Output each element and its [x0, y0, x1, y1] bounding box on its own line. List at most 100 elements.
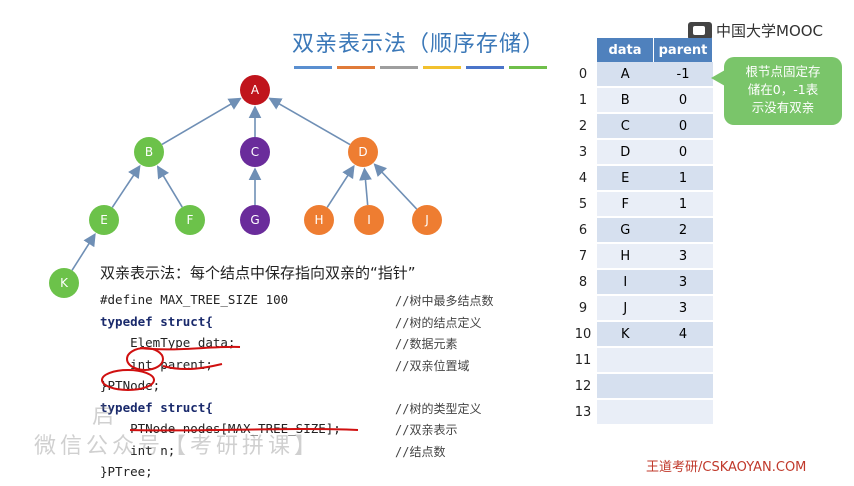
tree-node-circle: [89, 205, 119, 235]
cell-data: G: [597, 217, 654, 244]
cell-parent: [653, 373, 713, 400]
row-index: 2: [578, 119, 588, 134]
tree-node-circle: [412, 205, 442, 235]
tree-node-circle: [354, 205, 384, 235]
comment-line: //树中最多结点数: [395, 294, 494, 308]
row-index: 9: [578, 301, 588, 316]
row-index: 7: [578, 249, 588, 264]
tree-node-circle: [134, 137, 164, 167]
description-text: 双亲表示法：每个结点中保存指向双亲的“指针”: [100, 264, 416, 282]
cell-parent: 1: [653, 165, 713, 192]
tree-node-I: I: [354, 205, 384, 235]
comment-line: //树的类型定义: [395, 401, 482, 416]
tree-edge-I-D: [359, 167, 372, 206]
tree-node-label: F: [187, 213, 194, 227]
tree-edge-J-D: [373, 163, 418, 210]
callout-line3: 示没有双亲: [751, 100, 815, 115]
tree-edge-D-A: [268, 97, 351, 146]
code-line-typedef-1: typedef struct{: [100, 313, 213, 329]
title-bar-segment: [337, 66, 375, 69]
root-note-callout: 根节点固定存 储在0，-1表 示没有双亲: [724, 57, 842, 125]
cell-parent: 0: [653, 113, 713, 140]
cell-data: I: [597, 269, 654, 296]
tree-node-label: E: [100, 213, 108, 227]
cell-data: B: [597, 87, 654, 114]
cell-parent: 2: [653, 217, 713, 244]
tree-node-label: H: [314, 213, 323, 227]
tree-node-circle: [175, 205, 205, 235]
tree-node-circle: [49, 268, 79, 298]
comment-line: //结点数: [395, 444, 446, 459]
cell-parent: -1: [653, 62, 713, 88]
tree-node-C: C: [240, 137, 270, 167]
tree-edge-K-E: [71, 233, 96, 271]
cell-parent: 0: [653, 87, 713, 114]
cell-data: C: [597, 113, 654, 140]
cell-parent: 1: [653, 191, 713, 218]
tree-node-E: E: [89, 205, 119, 235]
tree-edge-F-B: [156, 165, 183, 208]
slide-title: 双亲表示法（顺序存储）: [292, 32, 546, 57]
watermark-line1: 启: [92, 404, 119, 429]
watermark-line2: 微信公众号【考研拼课】: [34, 434, 321, 459]
tree-node-circle: [348, 137, 378, 167]
tree-node-B: B: [134, 137, 164, 167]
tree-node-D: D: [348, 137, 378, 167]
tree-node-label: C: [251, 145, 259, 159]
row-index: 12: [574, 379, 592, 394]
row-index: 10: [574, 327, 592, 342]
comment-line: //双亲位置域: [395, 358, 470, 373]
red-annotations: [101, 345, 359, 432]
row-index: 5: [578, 197, 588, 212]
title-bar-segment: [466, 66, 504, 69]
tree-node-circle: [240, 137, 270, 167]
table-row: [597, 399, 713, 426]
row-index: 8: [578, 275, 588, 290]
tree-node-label: K: [60, 276, 69, 290]
cell-data: D: [597, 139, 654, 166]
cell-data: [597, 347, 654, 374]
brand-logo: 中国大学MOOC: [688, 20, 823, 41]
tree-node-label: A: [251, 83, 260, 97]
tree-edge-B-A: [161, 97, 242, 146]
cell-data: F: [597, 191, 654, 218]
cell-data: J: [597, 295, 654, 322]
tree-node-J: J: [412, 205, 442, 235]
title-bar-segment: [423, 66, 461, 69]
header-parent: parent: [653, 38, 713, 62]
table-row: [597, 347, 713, 374]
table-row: [597, 373, 713, 400]
cell-parent: 4: [653, 321, 713, 348]
cell-parent: 3: [653, 243, 713, 270]
code-line-ptree: }PTree;: [100, 464, 153, 479]
tree-node-label: D: [358, 145, 367, 159]
callout-tail: [711, 70, 725, 86]
mooc-logo-icon: [688, 21, 712, 40]
tree-node-G: G: [240, 205, 270, 235]
cell-parent: 0: [653, 139, 713, 166]
title-bar-segment: [380, 66, 418, 69]
tree-node-label: B: [145, 145, 153, 159]
row-index: 13: [574, 405, 592, 420]
tree-node-F: F: [175, 205, 205, 235]
row-index: 3: [578, 145, 588, 160]
cell-data: H: [597, 243, 654, 270]
brand-text: 中国大学MOOC: [716, 22, 824, 40]
row-index: 0: [578, 67, 588, 82]
tree-node-K: K: [49, 268, 79, 298]
code-comments: //树中最多结点数 //树的结点定义 //数据元素 //双亲位置域 //树的类型…: [395, 292, 493, 486]
row-index: 1: [578, 93, 588, 108]
tree-edge-E-B: [111, 164, 141, 208]
tree-node-circle: [240, 75, 270, 105]
title-bar-segment: [509, 66, 547, 69]
title-bar-segment: [294, 66, 332, 69]
